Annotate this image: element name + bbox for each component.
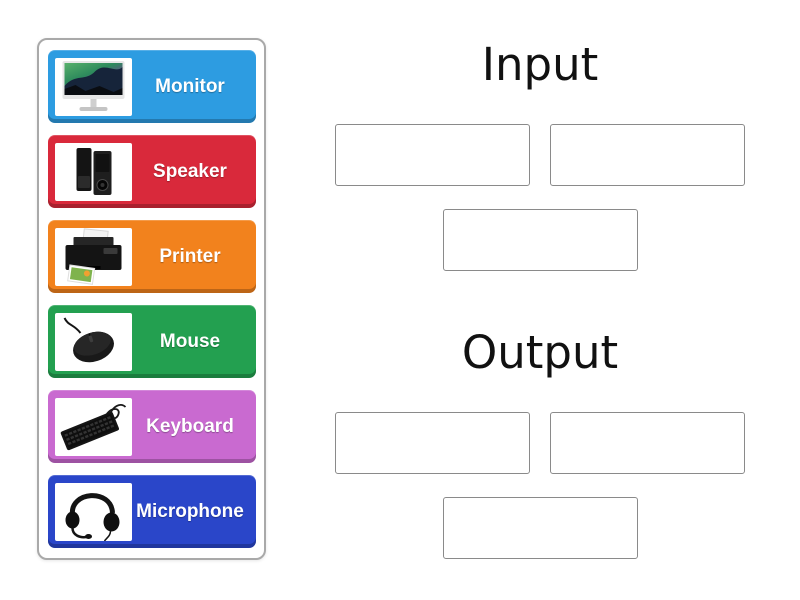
speaker-image (54, 142, 132, 201)
microphone-image (54, 482, 132, 541)
output-slot-row-1 (300, 412, 780, 474)
draggable-item-microphone[interactable]: Microphone (47, 475, 256, 548)
monitor-image (54, 57, 132, 116)
item-label-keyboard: Keyboard (146, 415, 234, 437)
item-panel: Monitor Speaker (37, 38, 266, 560)
output-drop-slot-1[interactable] (335, 412, 530, 474)
group-output: Output (300, 320, 780, 559)
keyboard-image (54, 397, 132, 456)
group-input: Input (300, 32, 780, 271)
input-slot-row-1 (300, 124, 780, 186)
item-label-microphone: Microphone (136, 500, 244, 522)
draggable-item-keyboard[interactable]: Keyboard (47, 390, 256, 463)
input-drop-slot-3[interactable] (442, 209, 638, 271)
output-drop-slot-3[interactable] (442, 497, 638, 559)
item-label-mouse: Mouse (159, 330, 221, 352)
draggable-item-speaker[interactable]: Speaker (47, 135, 256, 208)
input-drop-slot-1[interactable] (335, 124, 530, 186)
group-title-output: Output (461, 326, 619, 379)
draggable-item-monitor[interactable]: Monitor (47, 50, 256, 123)
item-label-monitor: Monitor (155, 75, 225, 97)
item-label-printer: Printer (159, 245, 221, 267)
input-drop-slot-2[interactable] (550, 124, 745, 186)
draggable-item-mouse[interactable]: Mouse (47, 305, 256, 378)
group-title-input: Input (481, 38, 599, 91)
printer-image (54, 227, 132, 286)
output-slot-row-2 (300, 497, 780, 559)
draggable-item-printer[interactable]: Printer (47, 220, 256, 293)
output-drop-slot-2[interactable] (550, 412, 745, 474)
mouse-image (54, 312, 132, 371)
item-label-speaker: Speaker (153, 160, 227, 182)
input-slot-row-2 (300, 209, 780, 271)
